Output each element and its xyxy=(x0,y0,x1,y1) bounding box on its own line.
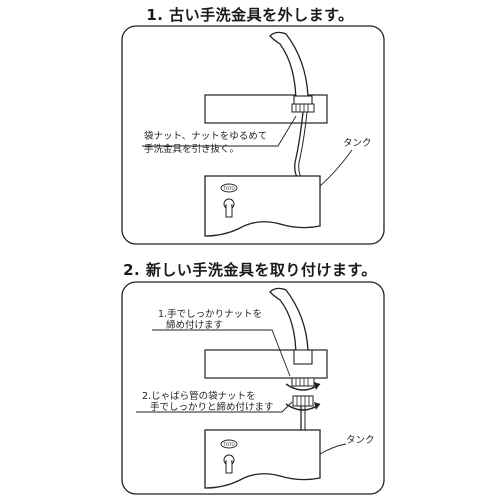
step2-lower-arrowhead xyxy=(314,402,320,410)
step1-heading: 1. 古い手洗金具を外します。 xyxy=(146,6,354,24)
step2-callout-a-text-1: 1.手でしっかりナットを xyxy=(158,308,262,320)
step2-keyhole xyxy=(223,454,235,474)
step1-brand-text: TOTO xyxy=(222,186,234,191)
step2-tank-label: タンク xyxy=(346,435,375,446)
step2-callout-a-line xyxy=(152,329,291,377)
step1-nut xyxy=(291,103,315,113)
step2-tank-leader xyxy=(319,443,347,455)
step1-brand-badge xyxy=(220,183,238,193)
step1-tank-leader xyxy=(319,149,353,187)
step2-brand-badge xyxy=(220,439,238,449)
step2-upper-nut xyxy=(291,377,315,387)
step1-tank-label: タンク xyxy=(343,138,372,149)
step2-upper-arrowhead xyxy=(314,382,320,390)
step1-callout-text-1: 袋ナット、ナットをゆるめて xyxy=(144,130,267,142)
step2-callout-b-line xyxy=(136,401,293,413)
step2-panel: 1.手でしっかりナットを 締め付けます 2.じゃばら管の袋ナットを 手でしっかり… xyxy=(121,281,385,495)
step1-keyhole xyxy=(223,198,235,218)
step2-lower-nut xyxy=(292,395,314,407)
step2-faucet-base xyxy=(293,349,313,365)
step2-heading: 2. 新しい手洗金具を取り付けます。 xyxy=(123,261,377,279)
step2-callout-b-text-2: 手でしっかりと締め付けます xyxy=(150,401,274,413)
step2-callout-a-text-2: 締め付けます xyxy=(166,319,223,331)
step2-callout-b-text-1: 2.じゃばら管の袋ナットを xyxy=(142,390,256,402)
step1-panel: 袋ナット、ナットをゆるめて 手洗金具を引き抜く。 タンク TOTO xyxy=(121,25,385,245)
step1-callout-text-2: 手洗金具を引き抜く。 xyxy=(144,143,239,155)
step2-brand-text: TOTO xyxy=(222,442,234,447)
step1-callout-line xyxy=(142,115,297,147)
